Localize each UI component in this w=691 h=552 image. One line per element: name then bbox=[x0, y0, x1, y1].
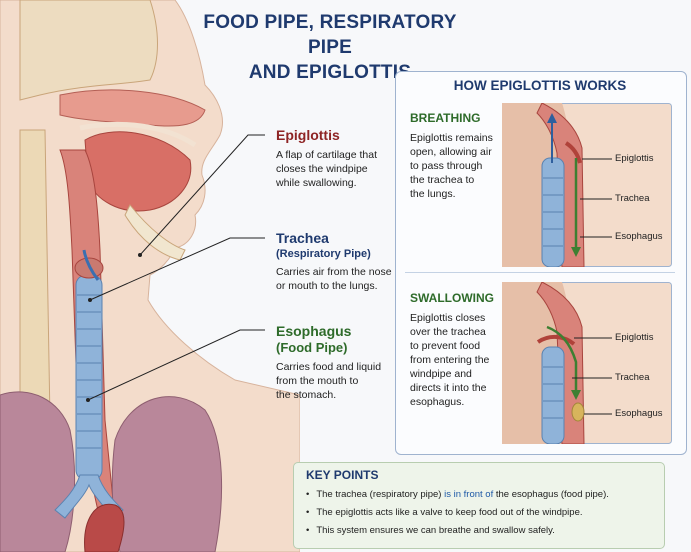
palate bbox=[79, 121, 197, 148]
key-points-list: The trachea (respiratory pipe) is in fro… bbox=[306, 486, 609, 540]
swallowing-esophagus-label: Esophagus bbox=[615, 408, 663, 419]
swallowing-trachea-label: Trachea bbox=[615, 372, 650, 383]
trachea-desc: Carries air from the nose or mouth to th… bbox=[276, 266, 392, 292]
trachea-rings bbox=[77, 294, 101, 449]
esophagus-label: Esophagus (Food Pipe) Carries food and l… bbox=[276, 323, 381, 402]
head-skin bbox=[0, 0, 300, 552]
breathing-inset bbox=[502, 103, 672, 267]
epiglottis-title: Epiglottis bbox=[276, 127, 340, 143]
key-point-item: This system ensures we can breathe and s… bbox=[306, 522, 609, 540]
trachea-subtitle: (Respiratory Pipe) bbox=[276, 248, 371, 260]
breathing-text: Epiglottis remains open, allowing air to… bbox=[410, 132, 493, 200]
panel-divider bbox=[405, 272, 675, 273]
trachea-tube bbox=[75, 274, 103, 481]
breathing-heading: BREATHING bbox=[410, 111, 481, 125]
swallowing-inset bbox=[502, 282, 672, 444]
esophagus-desc: Carries food and liquid from the mouth t… bbox=[276, 361, 382, 401]
key-point-item: The epiglottis acts like a valve to keep… bbox=[306, 504, 609, 522]
leader-epiglottis bbox=[139, 134, 265, 256]
skull bbox=[19, 0, 158, 101]
swallowing-heading: SWALLOWING bbox=[410, 291, 494, 305]
breathing-epiglottis-label: Epiglottis bbox=[615, 153, 654, 164]
breathing-trachea-label: Trachea bbox=[615, 193, 650, 204]
epiglottis-desc: A flap of cartilage that closes the wind… bbox=[276, 149, 377, 189]
key-point-item: The trachea (respiratory pipe) is in fro… bbox=[306, 486, 609, 504]
aorta bbox=[84, 503, 125, 552]
right-lung bbox=[111, 396, 223, 552]
breathing-esophagus-label: Esophagus bbox=[615, 231, 663, 242]
trachea-title: Trachea bbox=[276, 230, 329, 246]
title-line-1: FOOD PIPE, RESPIRATORY PIPE bbox=[203, 12, 457, 58]
swallowing-epiglottis-label: Epiglottis bbox=[615, 332, 654, 343]
anatomy-illustration bbox=[0, 0, 300, 552]
title-line-2: AND EPIGLOTTIS bbox=[248, 62, 412, 83]
epiglottis-label: Epiglottis A flap of cartilage that clos… bbox=[276, 127, 377, 190]
how-it-works-heading: HOW EPIGLOTTIS WORKS bbox=[453, 78, 627, 93]
leader-trachea bbox=[89, 237, 265, 301]
key-points-heading: KEY POINTS bbox=[306, 468, 379, 482]
left-lung bbox=[0, 391, 76, 552]
nasal-cavity bbox=[59, 89, 206, 127]
epiglottis-flap bbox=[82, 249, 100, 281]
swallowing-text: Epiglottis closes over the trachea to pr… bbox=[410, 312, 490, 408]
trachea-label: Trachea (Respiratory Pipe) Carries air f… bbox=[276, 230, 392, 293]
swallowing-section: SWALLOWING Epiglottis closes over the tr… bbox=[410, 291, 505, 409]
esophagus-title: Esophagus bbox=[276, 323, 352, 339]
tongue bbox=[84, 131, 192, 212]
leader-esophagus bbox=[87, 329, 265, 401]
page-title: FOOD PIPE, RESPIRATORY PIPE AND EPIGLOTT… bbox=[190, 10, 470, 85]
spine bbox=[19, 129, 51, 421]
esophagus-subtitle: (Food Pipe) bbox=[276, 340, 348, 355]
breathing-section: BREATHING Epiglottis remains open, allow… bbox=[410, 111, 505, 201]
